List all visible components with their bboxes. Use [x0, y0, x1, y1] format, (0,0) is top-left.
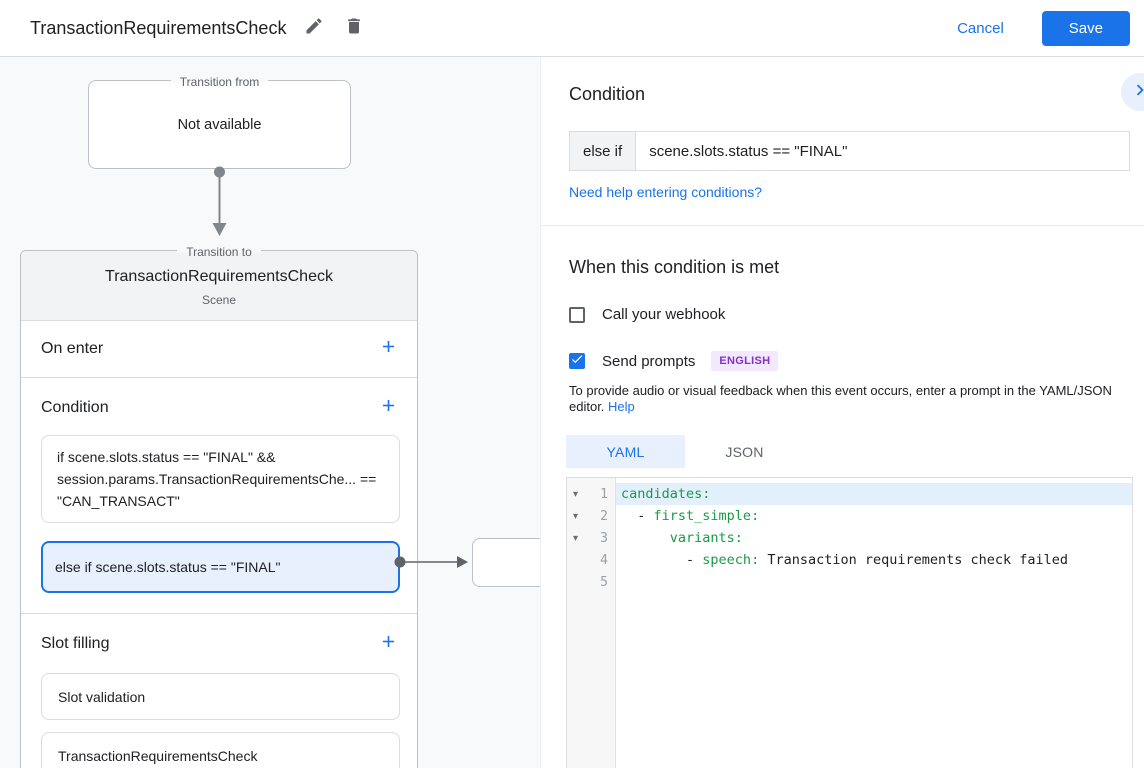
- condition-section-label: Condition: [41, 399, 109, 416]
- webhook-checkbox[interactable]: [569, 305, 585, 324]
- line-number: 3: [600, 530, 608, 546]
- add-condition-button[interactable]: [376, 396, 400, 420]
- send-prompts-row: Send prompts ENGLISH: [569, 351, 1130, 371]
- send-prompts-label: Send prompts: [602, 352, 696, 370]
- slot-item[interactable]: TransactionRequirementsCheck: [41, 732, 400, 768]
- transition-from-legend: Transition from: [89, 73, 350, 91]
- webhook-row: Call your webhook: [569, 306, 1130, 323]
- line-number: 5: [600, 574, 608, 590]
- webhook-label: Call your webhook: [602, 306, 726, 323]
- when-condition-met-title: When this condition is met: [569, 257, 780, 277]
- delete-scene-button[interactable]: [342, 16, 366, 40]
- add-icon: [379, 632, 398, 656]
- page-title: TransactionRequirementsCheck: [30, 17, 287, 38]
- prompt-description-text: To provide audio or visual feedback when…: [569, 383, 1112, 414]
- trash-icon: [344, 16, 364, 41]
- cancel-button[interactable]: Cancel: [957, 19, 1004, 37]
- editor-gutter: ▾ 1 ▾ 2 ▾ 3 4 5: [567, 478, 616, 768]
- on-enter-section: On enter: [21, 321, 417, 378]
- line-number: 2: [600, 508, 608, 524]
- panel-title: Condition: [569, 84, 646, 104]
- transition-from-content: Not available: [177, 116, 262, 133]
- slot-filling-section: Slot filling Slot validation Transaction…: [21, 614, 417, 768]
- condition-transition-arrow-icon: [394, 556, 468, 568]
- slot-filling-label: Slot filling: [41, 635, 110, 652]
- fold-toggle-icon[interactable]: ▾: [572, 488, 579, 500]
- conditions-help-link[interactable]: Need help entering conditions?: [569, 184, 763, 200]
- add-icon: [379, 337, 398, 361]
- edit-scene-button[interactable]: [302, 16, 326, 40]
- checkmark-icon: [570, 305, 584, 324]
- line-number: 4: [600, 552, 608, 568]
- add-slot-button[interactable]: [376, 632, 400, 656]
- condition-detail-panel: Condition else if Need help entering con…: [540, 57, 1144, 768]
- condition-expression-row: else if: [569, 131, 1130, 171]
- add-icon: [379, 396, 398, 420]
- app-header: TransactionRequirementsCheck Cancel Save: [0, 0, 1144, 57]
- collapse-panel-button[interactable]: [1121, 73, 1144, 111]
- add-on-enter-button[interactable]: [376, 337, 400, 361]
- transition-target-node[interactable]: [472, 538, 540, 587]
- code-line: - first_simple:: [637, 508, 760, 524]
- editor-tabs: YAML JSON: [566, 435, 1130, 468]
- condition-section: Condition if scene.slots.status == "FINA…: [21, 378, 417, 614]
- line-number: 1: [600, 486, 608, 502]
- on-enter-label: On enter: [41, 340, 104, 357]
- condition-prefix-label: else if: [570, 132, 637, 170]
- transition-arrow-down-icon: [212, 166, 227, 236]
- panel-divider: [541, 225, 1144, 226]
- yaml-code-editor[interactable]: ▾ 1 ▾ 2 ▾ 3 4 5 candidates: - first_simple:…: [566, 477, 1133, 768]
- scene-card-header: TransactionRequirementsCheck Scene: [21, 251, 417, 321]
- prompt-help-link[interactable]: Help: [608, 399, 635, 414]
- checkmark-icon: [570, 352, 584, 371]
- condition-expression-input[interactable]: [636, 132, 1129, 170]
- flow-canvas: Transition from Not available Transition…: [0, 57, 540, 768]
- scene-type-label: Scene: [201, 293, 237, 307]
- scene-card: Transition to TransactionRequirementsChe…: [20, 245, 418, 768]
- language-badge: ENGLISH: [711, 351, 779, 371]
- send-prompts-checkbox[interactable]: [569, 353, 585, 369]
- code-line: variants:: [669, 530, 743, 546]
- tab-json[interactable]: JSON: [725, 443, 764, 460]
- save-button[interactable]: Save: [1041, 10, 1130, 46]
- fold-toggle-icon[interactable]: ▾: [572, 510, 579, 522]
- prompt-description: To provide audio or visual feedback when…: [569, 383, 1130, 415]
- tab-yaml[interactable]: YAML: [566, 435, 685, 468]
- pencil-icon: [304, 16, 324, 41]
- fold-toggle-icon[interactable]: ▾: [572, 532, 579, 544]
- code-line: - speech: Transaction requirements check…: [686, 552, 1069, 568]
- transition-from-node: Transition from Not available: [88, 75, 351, 169]
- code-line: candidates:: [616, 483, 1132, 505]
- code-line: [616, 571, 1132, 593]
- slot-item[interactable]: Slot validation: [41, 673, 400, 720]
- condition-item[interactable]: if scene.slots.status == "FINAL" && sess…: [41, 435, 400, 523]
- editor-code-area[interactable]: candidates: - first_simple: variants: - …: [616, 478, 1132, 768]
- condition-item-selected[interactable]: else if scene.slots.status == "FINAL": [41, 541, 400, 593]
- scene-name: TransactionRequirementsCheck: [105, 268, 333, 285]
- chevron-right-icon: [1129, 79, 1144, 106]
